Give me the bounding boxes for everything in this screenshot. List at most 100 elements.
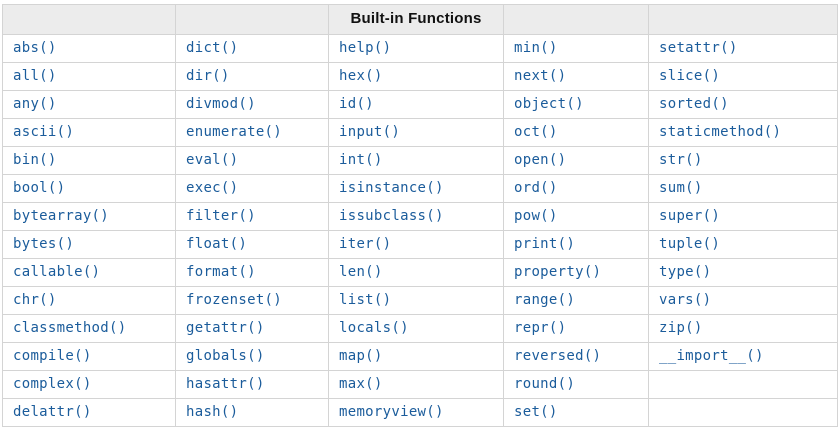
function-link[interactable]: next() xyxy=(514,68,567,84)
table-cell: sum() xyxy=(648,174,838,203)
function-link[interactable]: exec() xyxy=(186,180,239,196)
table-cell: open() xyxy=(503,146,649,175)
table-header-title: Built-in Functions xyxy=(328,4,504,35)
table-cell: locals() xyxy=(328,314,504,343)
function-link[interactable]: any() xyxy=(13,96,57,112)
function-link[interactable]: open() xyxy=(514,152,567,168)
function-link[interactable]: hex() xyxy=(339,68,383,84)
function-link[interactable]: chr() xyxy=(13,292,57,308)
function-link[interactable]: bytes() xyxy=(13,236,75,252)
function-link[interactable]: zip() xyxy=(659,320,703,336)
function-link[interactable]: slice() xyxy=(659,68,721,84)
function-link[interactable]: object() xyxy=(514,96,584,112)
table-row: complex() hasattr() max() round() xyxy=(2,370,838,399)
function-link[interactable]: ord() xyxy=(514,180,558,196)
function-link[interactable]: float() xyxy=(186,236,248,252)
table-cell: all() xyxy=(2,62,176,91)
function-link[interactable]: globals() xyxy=(186,348,265,364)
function-link[interactable]: abs() xyxy=(13,40,57,56)
function-link[interactable]: classmethod() xyxy=(13,320,127,336)
function-link[interactable]: issubclass() xyxy=(339,208,444,224)
function-link[interactable]: range() xyxy=(514,292,576,308)
function-link[interactable]: print() xyxy=(514,236,576,252)
function-link[interactable]: map() xyxy=(339,348,383,364)
function-link[interactable]: super() xyxy=(659,208,721,224)
function-link[interactable]: __import__() xyxy=(659,348,764,364)
function-link[interactable]: str() xyxy=(659,152,703,168)
function-link[interactable]: vars() xyxy=(659,292,712,308)
table-row: delattr() hash() memoryview() set() xyxy=(2,398,838,427)
table-cell: hash() xyxy=(175,398,329,427)
function-link[interactable]: property() xyxy=(514,264,602,280)
table-row: ascii() enumerate() input() oct() staticmeth… xyxy=(2,118,838,147)
function-link[interactable]: enumerate() xyxy=(186,124,283,140)
function-link[interactable]: round() xyxy=(514,376,576,392)
table-cell: eval() xyxy=(175,146,329,175)
table-row: compile() globals() map() reversed() __impor… xyxy=(2,342,838,371)
table-cell: delattr() xyxy=(2,398,176,427)
function-link[interactable]: min() xyxy=(514,40,558,56)
table-row: bytearray() filter() issubclass() pow() supe… xyxy=(2,202,838,231)
function-link[interactable]: hash() xyxy=(186,404,239,420)
function-link[interactable]: reversed() xyxy=(514,348,602,364)
function-link[interactable]: type() xyxy=(659,264,712,280)
function-link[interactable]: staticmethod() xyxy=(659,124,782,140)
table-cell: sorted() xyxy=(648,90,838,119)
table-row: bytes() float() iter() print() tuple() xyxy=(2,230,838,259)
function-link[interactable]: isinstance() xyxy=(339,180,444,196)
function-link[interactable]: delattr() xyxy=(13,404,92,420)
table-header-cell-empty xyxy=(648,4,838,35)
function-link[interactable]: repr() xyxy=(514,320,567,336)
table-row: bin() eval() int() open() str() xyxy=(2,146,838,175)
function-link[interactable]: getattr() xyxy=(186,320,265,336)
function-link[interactable]: bin() xyxy=(13,152,57,168)
function-link[interactable]: set() xyxy=(514,404,558,420)
function-link[interactable]: locals() xyxy=(339,320,409,336)
table-cell: frozenset() xyxy=(175,286,329,315)
table-row: classmethod() getattr() locals() repr() zip(… xyxy=(2,314,838,343)
function-link[interactable]: tuple() xyxy=(659,236,721,252)
function-link[interactable]: eval() xyxy=(186,152,239,168)
function-link[interactable]: len() xyxy=(339,264,383,280)
function-link[interactable]: list() xyxy=(339,292,392,308)
table-cell: float() xyxy=(175,230,329,259)
function-link[interactable]: max() xyxy=(339,376,383,392)
table-cell: str() xyxy=(648,146,838,175)
function-link[interactable]: pow() xyxy=(514,208,558,224)
function-link[interactable]: dict() xyxy=(186,40,239,56)
function-link[interactable]: complex() xyxy=(13,376,92,392)
function-link[interactable]: iter() xyxy=(339,236,392,252)
function-link[interactable]: all() xyxy=(13,68,57,84)
function-link[interactable]: input() xyxy=(339,124,401,140)
function-link[interactable]: frozenset() xyxy=(186,292,283,308)
function-link[interactable]: sum() xyxy=(659,180,703,196)
function-link[interactable]: bytearray() xyxy=(13,208,110,224)
function-link[interactable]: int() xyxy=(339,152,383,168)
table-cell: callable() xyxy=(2,258,176,287)
function-link[interactable]: divmod() xyxy=(186,96,256,112)
table-cell: complex() xyxy=(2,370,176,399)
table-cell: min() xyxy=(503,34,649,63)
function-link[interactable]: bool() xyxy=(13,180,66,196)
function-link[interactable]: filter() xyxy=(186,208,256,224)
table-cell: round() xyxy=(503,370,649,399)
function-link[interactable]: help() xyxy=(339,40,392,56)
table-cell: divmod() xyxy=(175,90,329,119)
table-cell: int() xyxy=(328,146,504,175)
table-cell: isinstance() xyxy=(328,174,504,203)
table-cell: object() xyxy=(503,90,649,119)
function-link[interactable]: hasattr() xyxy=(186,376,265,392)
function-link[interactable]: compile() xyxy=(13,348,92,364)
table-cell: chr() xyxy=(2,286,176,315)
function-link[interactable]: id() xyxy=(339,96,374,112)
function-link[interactable]: sorted() xyxy=(659,96,729,112)
function-link[interactable]: dir() xyxy=(186,68,230,84)
function-link[interactable]: format() xyxy=(186,264,256,280)
table-body: abs() dict() help() min() setattr() all() dir(… xyxy=(2,34,838,427)
function-link[interactable]: callable() xyxy=(13,264,101,280)
function-link[interactable]: oct() xyxy=(514,124,558,140)
function-link[interactable]: memoryview() xyxy=(339,404,444,420)
table-cell: any() xyxy=(2,90,176,119)
function-link[interactable]: ascii() xyxy=(13,124,75,140)
function-link[interactable]: setattr() xyxy=(659,40,738,56)
